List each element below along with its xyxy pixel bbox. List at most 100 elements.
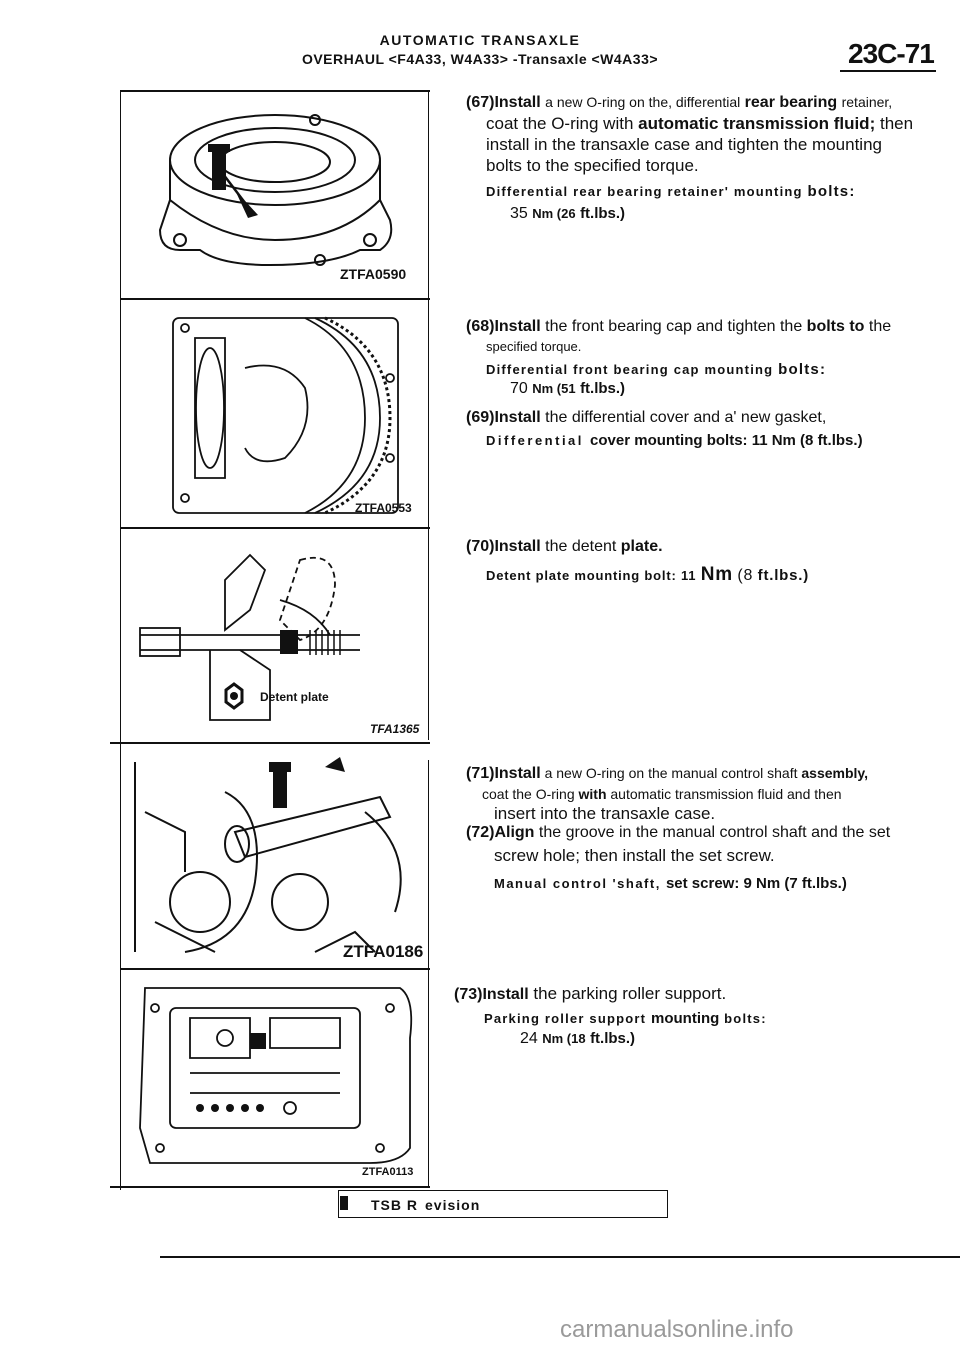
step-text-emphasis: assembly, <box>801 765 869 781</box>
header-subtitle: OVERHAUL <F4A33, W4A33> -Transaxle <W4A3… <box>301 51 659 67</box>
step-text: a new O-ring on the, differential <box>545 94 741 110</box>
torque-spec-68: Differential front bearing cap mounting … <box>486 361 826 378</box>
spec-unit: Nm <box>700 564 733 585</box>
step-text: the detent <box>545 538 617 555</box>
figure-column-rule-right <box>428 760 429 1186</box>
step-text-emphasis: automatic transmission fluid; <box>638 114 876 133</box>
torque-value-68: 70 Nm (51 ft.lbs.) <box>510 380 625 398</box>
step-number: (71)Install <box>466 765 541 782</box>
spec-unit: ft.lbs.) <box>580 380 626 397</box>
step-67-line3: install in the transaxle case and tighte… <box>486 135 882 154</box>
spec-label: bolts: <box>807 183 856 200</box>
spec-unit: Nm (51 <box>532 381 576 396</box>
step-72: (72)Align the groove in the manual contr… <box>466 823 890 843</box>
spec-label: Differential front bearing cap mounting <box>486 362 774 377</box>
step-text-emphasis: with <box>578 786 607 802</box>
spec-label: Manual control 'shaft, <box>494 876 661 891</box>
spec-label: bolts: <box>778 361 827 378</box>
header-title: AUTOMATIC TRANSAXLE <box>379 32 581 48</box>
detent-plate-label: Detent plate <box>260 690 329 704</box>
torque-spec-67: Differential rear bearing retainer' moun… <box>486 183 856 200</box>
footer-watermark: carmanualsonline.info <box>560 1316 794 1343</box>
spec-value: 24 <box>520 1030 538 1047</box>
step-text: the groove in the manual control shaft a… <box>538 824 891 841</box>
figure-id: ZTFA0553 <box>355 501 412 515</box>
step-text-emphasis: rear bearing <box>744 94 838 111</box>
step-71: (71)Install a new O-ring on the manual c… <box>466 763 868 784</box>
torque-spec-73: Parking roller support mounting bolts: <box>484 1010 767 1027</box>
step-number: (70)Install <box>466 538 541 555</box>
step-text: a new O-ring on the manual control shaft <box>544 765 798 781</box>
spec-value: (8 <box>737 567 754 584</box>
parking-roller-support-figure <box>139 987 413 1164</box>
torque-value-73: 24 Nm (18 ft.lbs.) <box>520 1030 635 1048</box>
spec-label: Parking roller support <box>484 1011 647 1026</box>
step-67-line4: bolts to the specified torque. <box>486 156 699 175</box>
figure-id: ZTFA0590 <box>340 266 407 282</box>
tsb-label: TSB R <box>371 1197 418 1213</box>
header-rule <box>840 70 936 72</box>
step-text: then <box>879 114 914 133</box>
step-73: (73)Install the parking roller support. <box>454 984 726 1005</box>
figure-column-rule-right <box>428 90 429 740</box>
step-text: the front bearing cap and tighten the <box>545 318 803 335</box>
figure-column-rule <box>120 90 121 1190</box>
figure-divider <box>110 1186 430 1188</box>
step-text: automatic transmission fluid and then <box>610 786 842 802</box>
bearing-retainer-figure <box>158 114 393 267</box>
figure-divider <box>120 968 430 970</box>
step-text: retainer, <box>841 94 893 110</box>
step-67-line2: coat the O-ring with automatic transmiss… <box>486 114 913 134</box>
page-number: 23C-71 <box>848 38 935 69</box>
step-number: (68)Install <box>466 318 541 335</box>
spec-value: cover mounting bolts: 11 Nm (8 ft.lbs.) <box>590 432 863 449</box>
step-number: (69)Install <box>466 409 541 426</box>
step-text: coat the O-ring with <box>486 114 634 133</box>
torque-spec-70: Detent plate mounting bolt: 11 Nm (8 ft.… <box>486 564 809 586</box>
footer-rule <box>160 1256 960 1258</box>
torque-spec-72: Manual control 'shaft, set screw: 9 Nm (… <box>494 875 847 892</box>
step-text: the differential cover and a' new gasket… <box>545 409 827 426</box>
figure-divider <box>120 298 430 300</box>
step-text-emphasis: bolts to <box>806 318 865 335</box>
spec-value: 70 <box>510 380 528 397</box>
torque-value-67: 35 Nm (26 ft.lbs.) <box>510 205 625 223</box>
spec-unit: Nm (26 <box>532 206 576 221</box>
figure-divider <box>120 527 430 529</box>
spec-unit: ft.lbs.) <box>590 1030 636 1047</box>
detent-plate-figure <box>139 553 360 721</box>
step-text-emphasis: plate. <box>620 538 663 555</box>
step-text: the parking roller support. <box>533 984 727 1003</box>
step-70: (70)Install the detent plate. <box>466 537 663 557</box>
figure-id: ZTFA0186 <box>343 942 424 961</box>
spec-label: Differential rear bearing retainer' moun… <box>486 184 803 199</box>
figure-divider <box>120 90 430 92</box>
step-number: (72)Align <box>466 824 535 841</box>
step-71-line2: coat the O-ring with automatic transmiss… <box>482 784 842 804</box>
tsb-box-marker <box>340 1196 348 1210</box>
figure-id: TFA1365 <box>370 722 420 736</box>
step-69: (69)Install the differential cover and a… <box>466 408 826 428</box>
step-text: coat the O-ring <box>482 786 575 802</box>
differential-case-figure <box>172 316 399 515</box>
spec-label: mounting <box>651 1010 720 1027</box>
spec-unit: ft.lbs.) <box>580 205 626 222</box>
tsb-revision-box: TSB R evision <box>338 1190 668 1218</box>
step-68-line2: specified torque. <box>486 339 582 354</box>
figure-id: ZTFA0113 <box>362 1166 414 1178</box>
spec-unit: ft.lbs.) <box>757 567 810 584</box>
spec-label: Differential <box>486 433 584 448</box>
step-72-line2: screw hole; then install the set screw. <box>494 846 775 865</box>
step-71-line3: insert into the transaxle case. <box>494 804 716 823</box>
spec-unit: Nm (18 <box>542 1031 586 1046</box>
spec-value: 35 <box>510 205 528 222</box>
spec-label: bolts: <box>724 1011 767 1026</box>
step-text: the <box>868 318 892 335</box>
spec-value: set screw: 9 Nm (7 ft.lbs.) <box>665 875 847 892</box>
step-67: (67)Install a new O-ring on the, differe… <box>466 92 936 113</box>
step-number: (67)Install <box>466 94 541 111</box>
tsb-label-suffix: evision <box>425 1197 481 1213</box>
spec-label: Detent plate mounting bolt: 11 <box>486 568 697 583</box>
manual-control-shaft-figure <box>134 757 402 953</box>
torque-spec-69: Differential cover mounting bolts: 11 Nm… <box>486 432 863 449</box>
